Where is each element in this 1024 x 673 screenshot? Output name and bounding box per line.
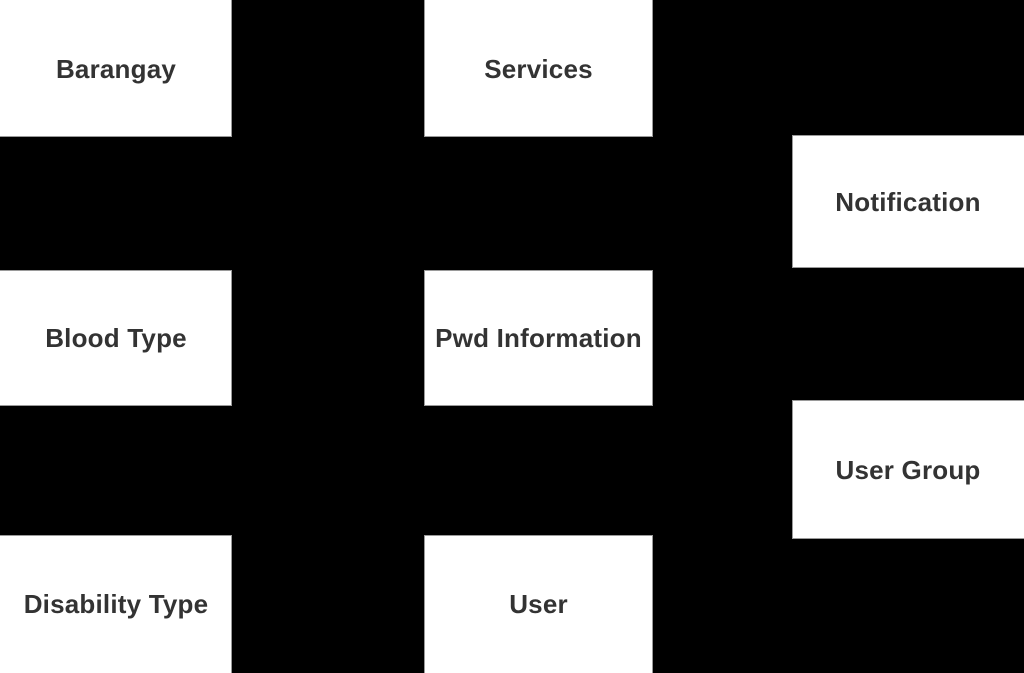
- entity-label-user: User: [509, 589, 568, 619]
- entity-box-blood-type[interactable]: Blood Type: [0, 270, 232, 406]
- entity-label-notification: Notification: [835, 186, 981, 217]
- entity-label-services: Services: [484, 53, 593, 84]
- entity-box-notification[interactable]: Notification: [792, 135, 1024, 268]
- entity-box-pwd-information[interactable]: Pwd Information: [424, 270, 653, 406]
- entity-box-user-group[interactable]: User Group: [792, 400, 1024, 539]
- entity-box-services[interactable]: Services: [424, 0, 653, 137]
- entity-box-user[interactable]: User: [424, 535, 653, 673]
- entity-label-pwd-information: Pwd Information: [435, 323, 642, 353]
- entity-label-barangay: Barangay: [55, 53, 177, 84]
- entity-label-user-group: User Group: [835, 454, 981, 485]
- entity-box-disability-type[interactable]: Disability Type: [0, 535, 232, 673]
- entity-label-disability-type: Disability Type: [23, 589, 209, 619]
- entity-label-blood-type: Blood Type: [45, 323, 187, 353]
- entity-box-barangay[interactable]: Barangay: [0, 0, 232, 137]
